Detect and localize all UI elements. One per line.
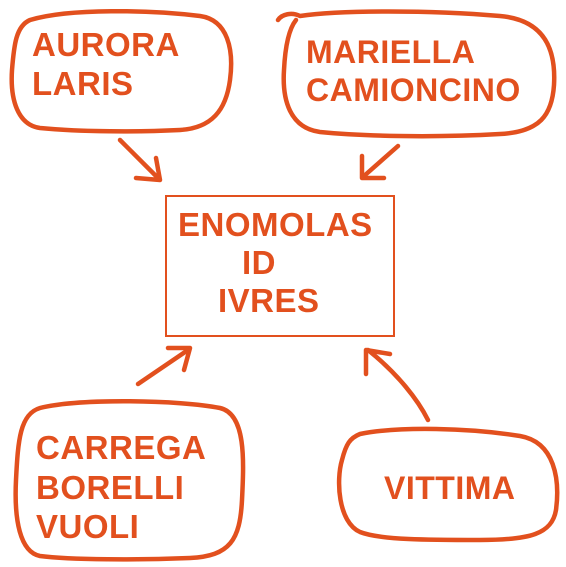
center-line-1: ENOMOLAS <box>178 206 373 243</box>
center-label: ENOMOLAS ID IVRES <box>178 206 373 320</box>
node-bottom-left-line-3: VUOLI <box>36 508 140 546</box>
node-top-right-line-1: MARIELLA <box>306 34 476 70</box>
arrow-top-left <box>117 137 163 183</box>
node-bottom-left-line-2: BORELLI <box>36 468 185 506</box>
node-bottom-left-label: CARREGA BORELLI VUOLI <box>36 428 206 547</box>
node-top-right-line-2: CAMIONCINO <box>306 71 521 108</box>
blob-bottom-right <box>336 426 560 543</box>
arrow-top-right <box>359 143 401 181</box>
node-top-left-label: AURORA LARIS <box>32 26 180 104</box>
arrow-bottom-right <box>363 347 431 423</box>
blob-top-right <box>275 9 557 139</box>
center-box <box>165 195 395 337</box>
arrow-bottom-left <box>135 345 193 387</box>
node-top-left-line-1: AURORA <box>32 26 180 63</box>
blob-top-left <box>9 9 234 134</box>
center-line-3: IVRES <box>218 281 320 319</box>
node-bottom-right-label: VITTIMA <box>384 470 515 508</box>
node-bottom-left-line-1: CARREGA <box>36 429 207 466</box>
center-line-2: ID <box>242 243 276 281</box>
node-top-left-line-2: LARIS <box>32 64 134 102</box>
node-top-right-label: MARIELLA CAMIONCINO <box>306 34 521 110</box>
node-bottom-right-line-1: VITTIMA <box>384 470 516 506</box>
blob-bottom-left <box>13 399 246 562</box>
